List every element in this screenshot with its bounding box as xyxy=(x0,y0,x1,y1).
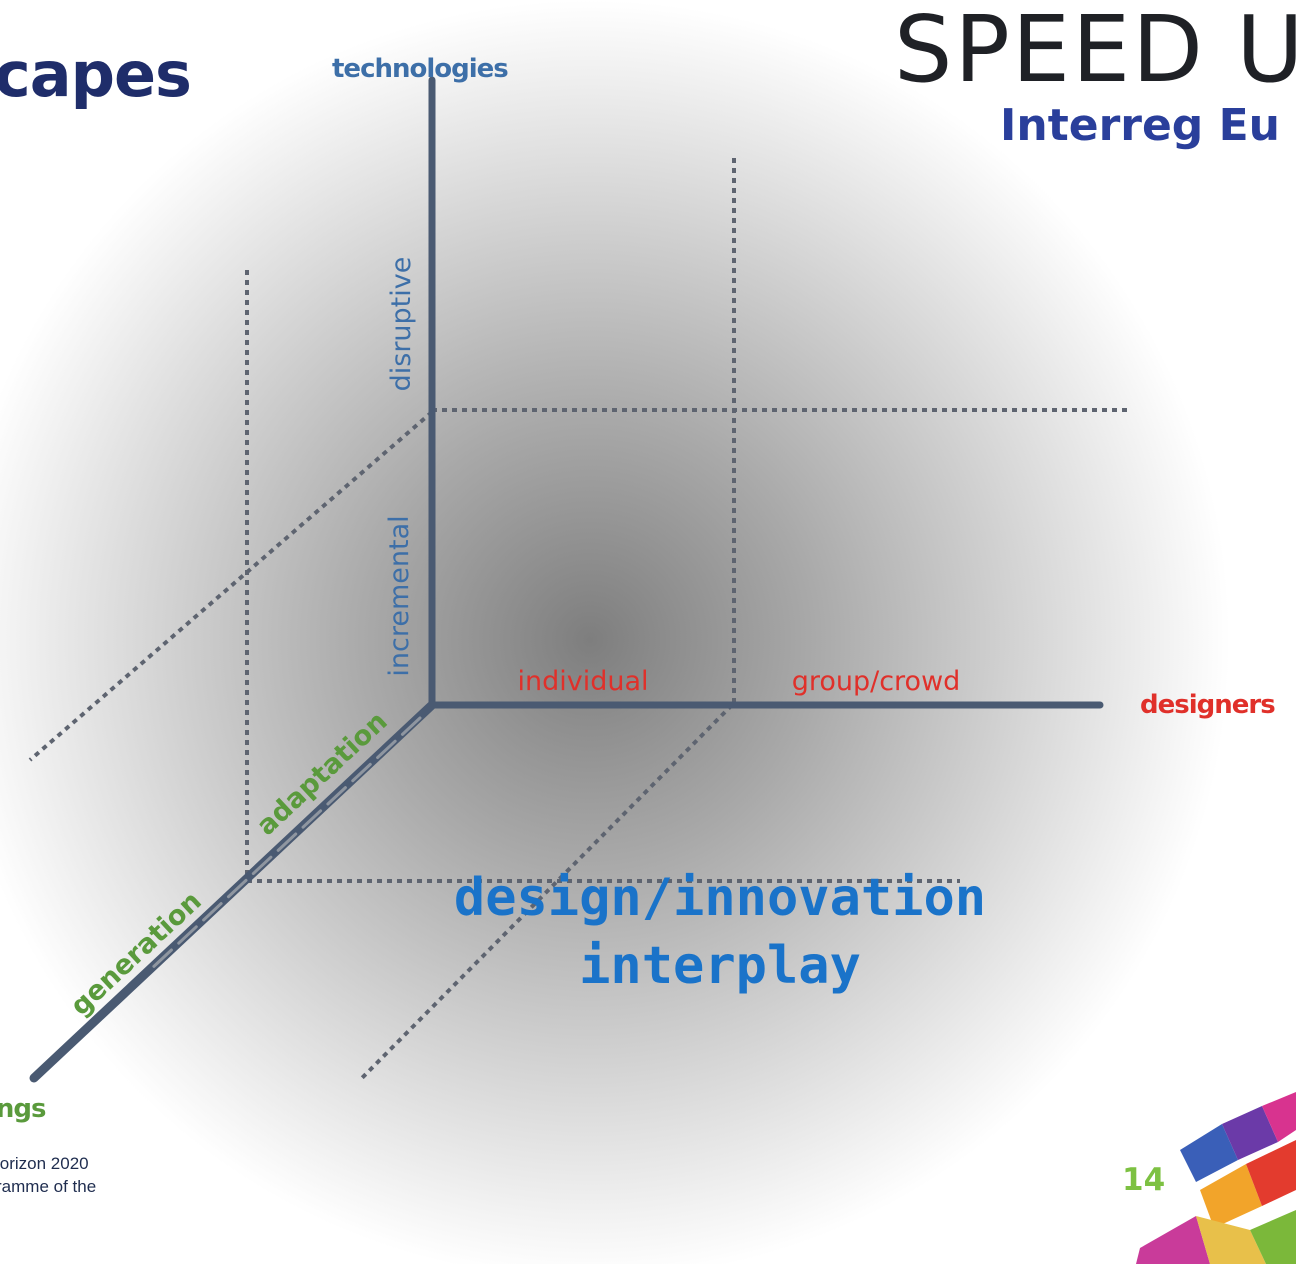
main-axes xyxy=(29,76,1104,1083)
funding-notice: lorizon 2020 ramme of the xyxy=(0,1152,96,1198)
depth-guide-upper xyxy=(28,410,434,762)
level-disruptive: disruptive xyxy=(386,257,417,392)
diagram-title: design/innovation interplay xyxy=(440,864,1000,1000)
level-incremental: incremental xyxy=(384,515,415,676)
depth-guide-lower xyxy=(358,703,734,1082)
left-brand-logo-text: capes xyxy=(0,38,192,111)
diagram-title-line-2: interplay xyxy=(579,936,861,996)
axis-label-designers: designers xyxy=(1140,690,1276,720)
shaded-background-sphere xyxy=(0,0,1230,1264)
funding-line-1: lorizon 2020 xyxy=(0,1154,89,1173)
page-number: 14 xyxy=(1122,1162,1166,1198)
depth-axis-highlight xyxy=(148,716,422,972)
diagram-title-line-1: design/innovation xyxy=(453,868,987,928)
color-ribbon-logo xyxy=(1136,1092,1296,1264)
level-group-crowd: group/crowd xyxy=(792,666,961,697)
right-brand-logo-text: SPEED U xyxy=(894,0,1296,103)
projection-lines xyxy=(28,158,1130,1082)
program-name: Interreg Eu xyxy=(1000,100,1281,151)
axis-label-things: ings xyxy=(0,1094,47,1124)
funding-line-2: ramme of the xyxy=(0,1177,97,1196)
level-individual: individual xyxy=(517,666,648,697)
axis-label-technologies: technologies xyxy=(332,54,509,84)
